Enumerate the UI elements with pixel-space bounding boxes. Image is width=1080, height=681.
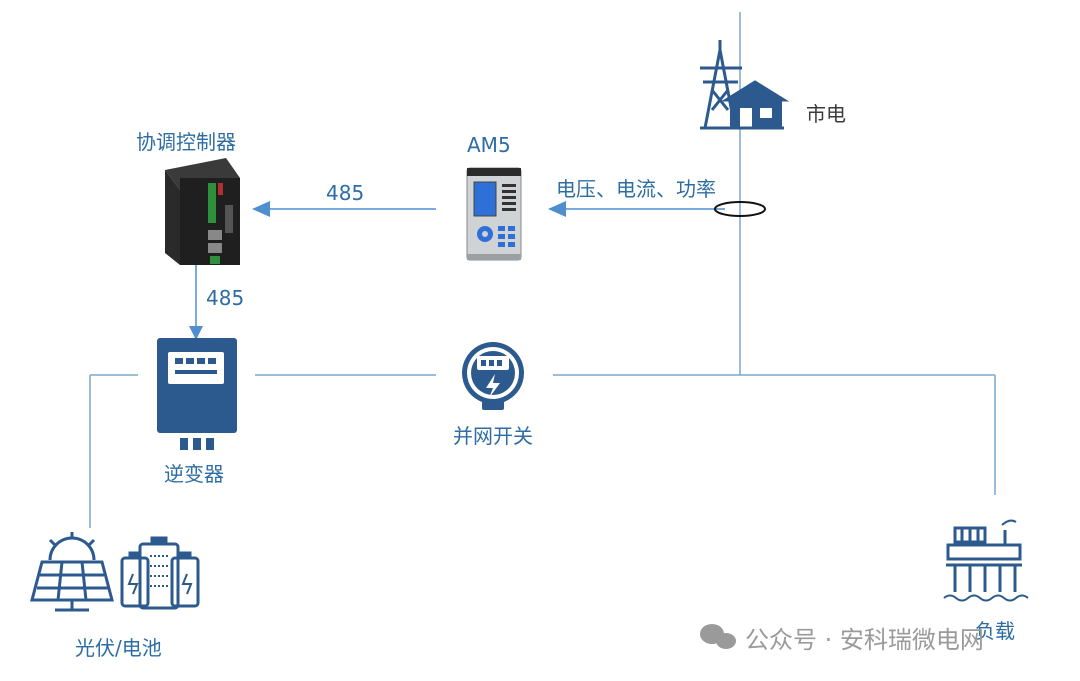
controller-to-inverter-arrowhead	[189, 326, 203, 340]
meter-to-controller-arrowhead	[252, 201, 270, 217]
measurement-label: 电压、电流、功率	[556, 177, 716, 201]
grid-label: 市电	[806, 102, 846, 126]
connection-lines	[89, 12, 996, 528]
pv-battery-label: 光伏/电池	[75, 636, 162, 660]
wechat-logo-icon	[700, 624, 736, 649]
controller-label: 协调控制器	[136, 130, 236, 154]
grid-switch-icon	[462, 342, 524, 410]
inverter-label: 逆变器	[164, 462, 224, 486]
link-485-top-label: 485	[326, 181, 365, 205]
current-transformer-icon	[714, 201, 766, 217]
watermark-text: 公众号 · 安科瑞微电网	[745, 626, 984, 654]
solar-panel-icon	[30, 532, 114, 612]
load-icon	[943, 519, 1029, 602]
grid-switch-label: 并网开关	[453, 424, 533, 448]
grid-tower-icon	[700, 40, 790, 130]
meter-label: AM5	[467, 133, 511, 157]
link-485-left-label: 485	[206, 286, 245, 310]
battery-icon	[120, 536, 200, 610]
coordinating-controller-icon	[165, 158, 240, 265]
ct-to-meter-arrowhead	[548, 201, 566, 217]
inverter-icon	[157, 338, 237, 450]
load-label: 负载	[975, 619, 1015, 643]
am5-meter-icon	[466, 167, 522, 261]
signal-arrows	[189, 201, 725, 340]
